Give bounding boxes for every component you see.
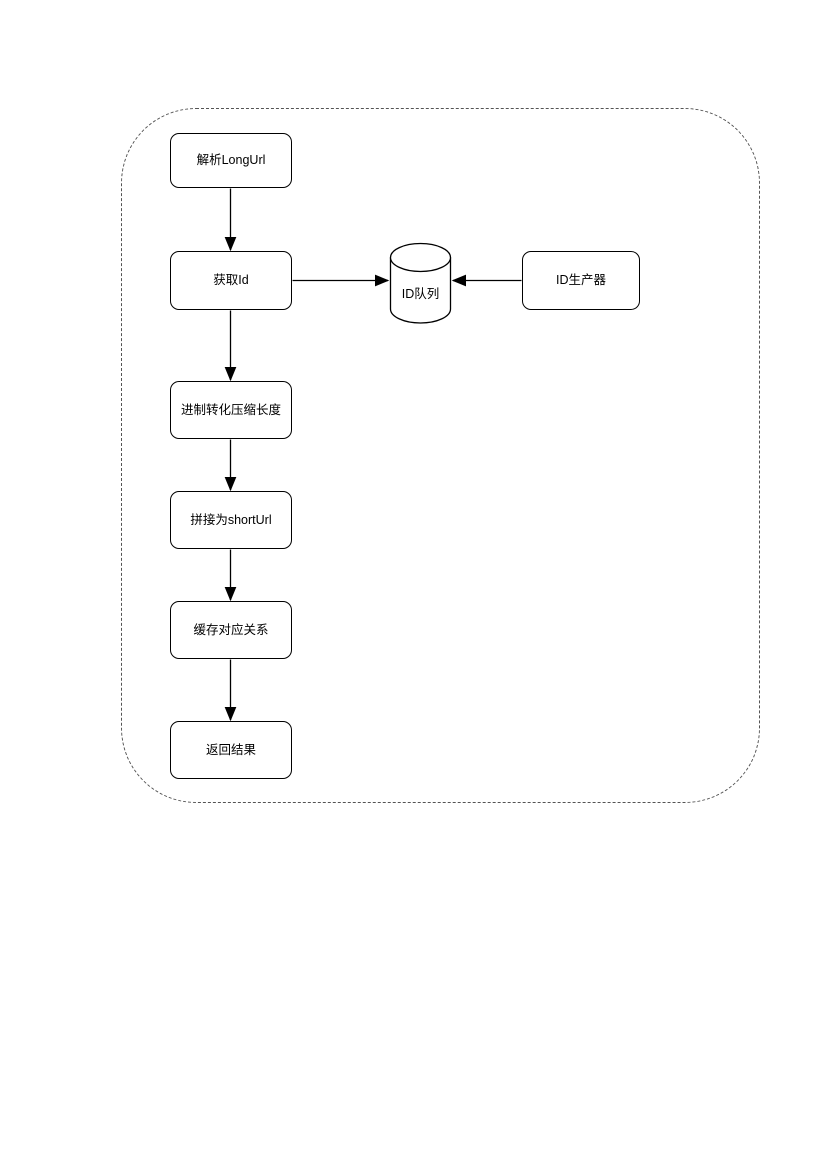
node-id-queue-label: ID队列	[401, 287, 440, 301]
node-concat-shorturl-label: 拼接为shortUrl	[190, 512, 272, 527]
node-base-convert: 进制转化压缩长度	[170, 381, 292, 439]
node-parse-longurl: 解析LongUrl	[170, 133, 292, 188]
node-id-producer-label: ID生产器	[555, 273, 606, 287]
diagram-boundary	[121, 108, 760, 803]
node-get-id-label: 获取Id	[213, 273, 249, 287]
node-id-producer: ID生产器	[522, 251, 640, 310]
node-return-result: 返回结果	[170, 721, 292, 779]
node-return-result-label: 返回结果	[205, 742, 256, 757]
node-parse-longurl-label: 解析LongUrl	[196, 153, 266, 167]
node-cache-mapping-label: 缓存对应关系	[193, 622, 269, 637]
node-concat-shorturl: 拼接为shortUrl	[170, 491, 292, 549]
node-base-convert-label: 进制转化压缩长度	[180, 402, 281, 417]
node-cache-mapping: 缓存对应关系	[170, 601, 292, 659]
node-get-id: 获取Id	[170, 251, 292, 310]
